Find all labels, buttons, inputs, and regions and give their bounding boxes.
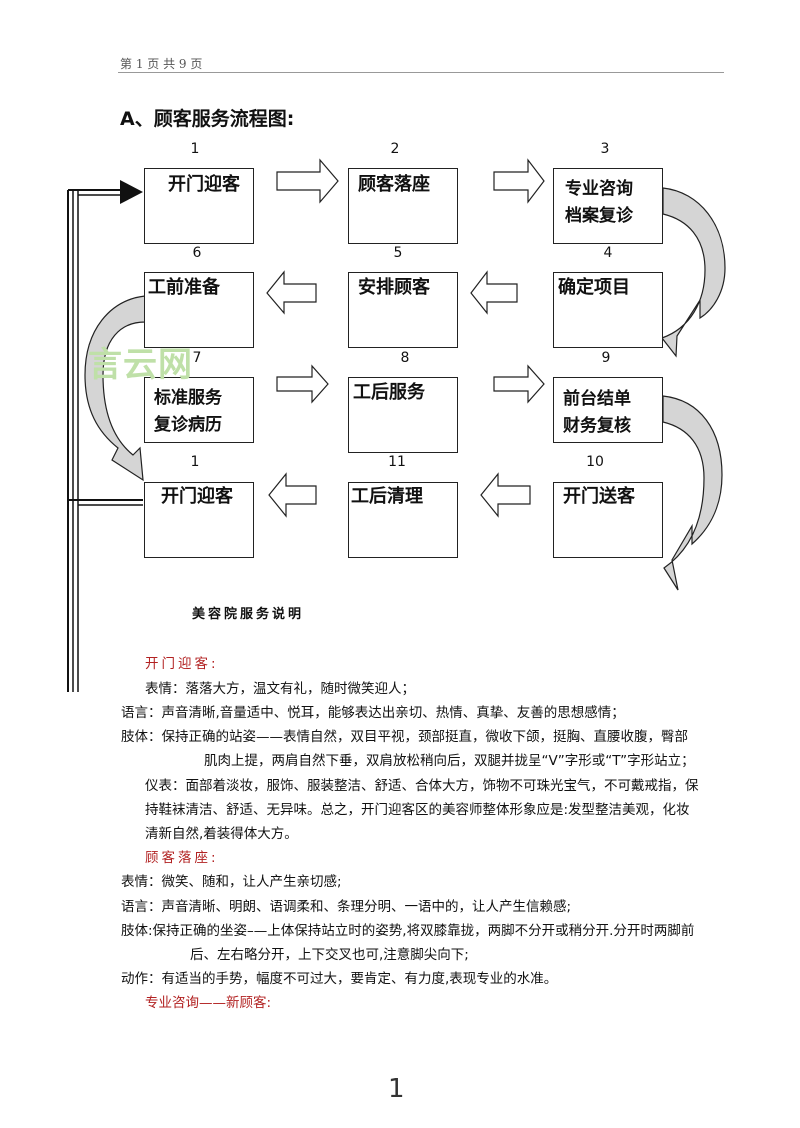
paragraph-line: 表情：微笑、随和，让人产生亲切感; bbox=[121, 874, 342, 890]
step-box-4 bbox=[553, 272, 663, 348]
entry-arrowhead bbox=[120, 180, 143, 204]
step-label: 开门迎客 bbox=[168, 174, 240, 195]
page-header: 第 1 页 共 9 页 bbox=[120, 57, 203, 71]
step-label: 安排顾客 bbox=[358, 277, 430, 298]
step-box-8 bbox=[348, 377, 458, 453]
step-label: 专业咨询 档案复诊 bbox=[565, 176, 633, 230]
step-label-line1: 专业咨询 bbox=[565, 179, 633, 199]
step-number: 6 bbox=[192, 245, 202, 261]
step-label: 前台结单 财务复核 bbox=[563, 386, 631, 440]
step-label-line2: 财务复核 bbox=[563, 416, 631, 436]
step-label: 顾客落座 bbox=[358, 174, 430, 195]
step-number: 2 bbox=[390, 141, 400, 157]
arrow-left-11-12 bbox=[268, 472, 317, 518]
curve-arrow-3-4 bbox=[661, 187, 726, 358]
step-label: 确定项目 bbox=[558, 277, 630, 298]
step-label: 开门迎客 bbox=[161, 486, 233, 507]
step-box-6 bbox=[144, 272, 254, 348]
diagram-caption: 美容院服务说明 bbox=[192, 607, 305, 622]
step-number: 4 bbox=[603, 245, 613, 261]
step-label: 工后清理 bbox=[351, 486, 423, 507]
paragraph-line: 表情：落落大方，温文有礼，随时微笑迎人； bbox=[145, 681, 415, 697]
arrow-right-1-2 bbox=[276, 158, 339, 204]
paragraph-line: 清新自然,着装得体大方。 bbox=[145, 826, 298, 842]
arrow-left-5-6 bbox=[266, 270, 317, 315]
header-divider bbox=[118, 72, 724, 73]
subsection-heading: 开门迎客: bbox=[145, 656, 219, 672]
step-label-line1: 标准服务 bbox=[154, 388, 222, 408]
step-label: 开门送客 bbox=[563, 486, 635, 507]
step-label: 工后服务 bbox=[353, 382, 425, 403]
subsection-heading: 顾客落座: bbox=[145, 850, 219, 866]
step-box-9 bbox=[553, 377, 663, 443]
step-number: 5 bbox=[393, 245, 403, 261]
subsection-heading: 专业咨询——新顾客: bbox=[145, 995, 272, 1011]
step-label: 标准服务 复诊病历 bbox=[154, 385, 222, 439]
arrow-left-10-11 bbox=[480, 472, 531, 518]
step-label-line2: 复诊病历 bbox=[154, 415, 222, 435]
curve-arrow-6-7 bbox=[84, 295, 146, 482]
arrow-right-8-9 bbox=[493, 364, 545, 404]
paragraph-line: 肢体：保持正确的站姿——表情自然，双目平视，颈部挺直，微收下颌，挺胸、直腰收腹，… bbox=[121, 729, 688, 745]
arrow-left-4-5 bbox=[470, 270, 518, 315]
step-label-line1: 前台结单 bbox=[563, 389, 631, 409]
curve-arrow-9-10 bbox=[662, 395, 723, 591]
step-box-3 bbox=[553, 168, 663, 244]
paragraph-line: 肌肉上提，两肩自然下垂，双肩放松稍向后，双腿并拢呈“V”字形或“T”字形站立； bbox=[204, 753, 695, 769]
paragraph-line: 仪表：面部着淡妆，服饰、服装整洁、舒适、合体大方，饰物不可珠光宝气，不可戴戒指，… bbox=[145, 778, 699, 794]
step-label-line2: 档案复诊 bbox=[565, 206, 633, 226]
step-box-5 bbox=[348, 272, 458, 348]
flowchart-connectors bbox=[67, 158, 726, 692]
step-box-2 bbox=[348, 168, 458, 244]
paragraph-line: 动作：有适当的手势，幅度不可过大，要肯定、有力度,表现专业的水准。 bbox=[121, 971, 558, 987]
paragraph-line: 持鞋袜清洁、舒适、无异味。总之，开门迎客区的美容师整体形象应是:发型整洁美观，化… bbox=[145, 802, 690, 818]
section-title: A、顾客服务流程图: bbox=[120, 108, 295, 130]
step-number: 10 bbox=[586, 454, 604, 470]
watermark: 言云网 bbox=[88, 345, 193, 385]
paragraph-line: 肢体:保持正确的坐姿–—上体保持站立时的姿势,将双膝靠拢，两脚不分开或稍分开.分… bbox=[121, 923, 695, 939]
step-number: 1 bbox=[190, 454, 200, 470]
step-box-1 bbox=[144, 168, 254, 244]
step-box-7 bbox=[144, 377, 254, 443]
step-box-12 bbox=[144, 482, 254, 558]
step-box-10 bbox=[553, 482, 663, 558]
step-box-11 bbox=[348, 482, 458, 558]
return-line bbox=[67, 189, 143, 692]
arrow-right-2-3 bbox=[493, 158, 545, 204]
step-number: 9 bbox=[601, 350, 611, 366]
paragraph-line: 语言：声音清晰、明朗、语调柔和、条理分明、一语中的，让人产生信赖感; bbox=[121, 899, 572, 915]
arrow-right-7-8 bbox=[276, 364, 329, 404]
step-number: 7 bbox=[192, 350, 202, 366]
page-number: 1 bbox=[388, 1074, 405, 1104]
step-label: 工前准备 bbox=[148, 277, 220, 298]
step-number: 11 bbox=[388, 454, 406, 470]
paragraph-line: 后、左右略分开，上下交叉也可,注意脚尖向下; bbox=[190, 947, 469, 963]
step-number: 8 bbox=[400, 350, 410, 366]
paragraph-line: 语言：声音清晰,音量适中、悦耳，能够表达出亲切、热情、真挚、友善的思想感情； bbox=[121, 705, 625, 721]
step-number: 3 bbox=[600, 141, 610, 157]
step-number: 1 bbox=[190, 141, 200, 157]
